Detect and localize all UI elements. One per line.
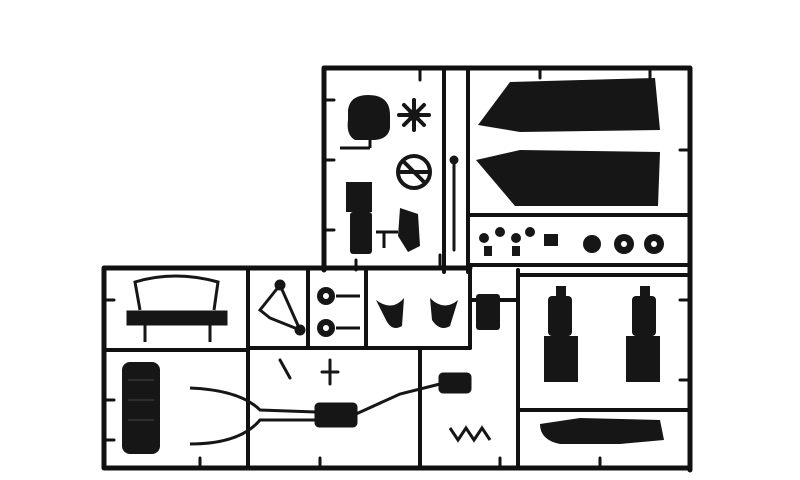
part-pulleys [317,287,360,337]
part-small-pegs [479,227,558,256]
part-bracket [376,208,420,252]
part-cylinder-left [544,286,578,382]
part-handlebar-frame [126,274,228,342]
part-exhaust-system [189,372,472,446]
sprue-inner-runners [102,66,690,470]
part-floor-panel-lower [476,150,660,206]
part-wheel-discs [583,234,664,254]
part-console [346,182,372,254]
sprue-frame [101,65,693,473]
part-fender [540,418,664,444]
part-small-links [278,358,340,386]
part-linkage [257,279,306,336]
part-spring [448,425,492,443]
part-engine-block-small [476,294,500,330]
part-brackets-pair [376,298,458,328]
part-seat-shell [340,95,390,150]
part-cylinder-right [626,286,660,382]
part-rod [449,155,459,252]
sprue-gates [102,66,692,470]
part-radiator [122,362,160,454]
part-fan-star [397,98,431,132]
part-floor-panel-upper [478,78,660,132]
part-steering-wheel [396,154,432,190]
